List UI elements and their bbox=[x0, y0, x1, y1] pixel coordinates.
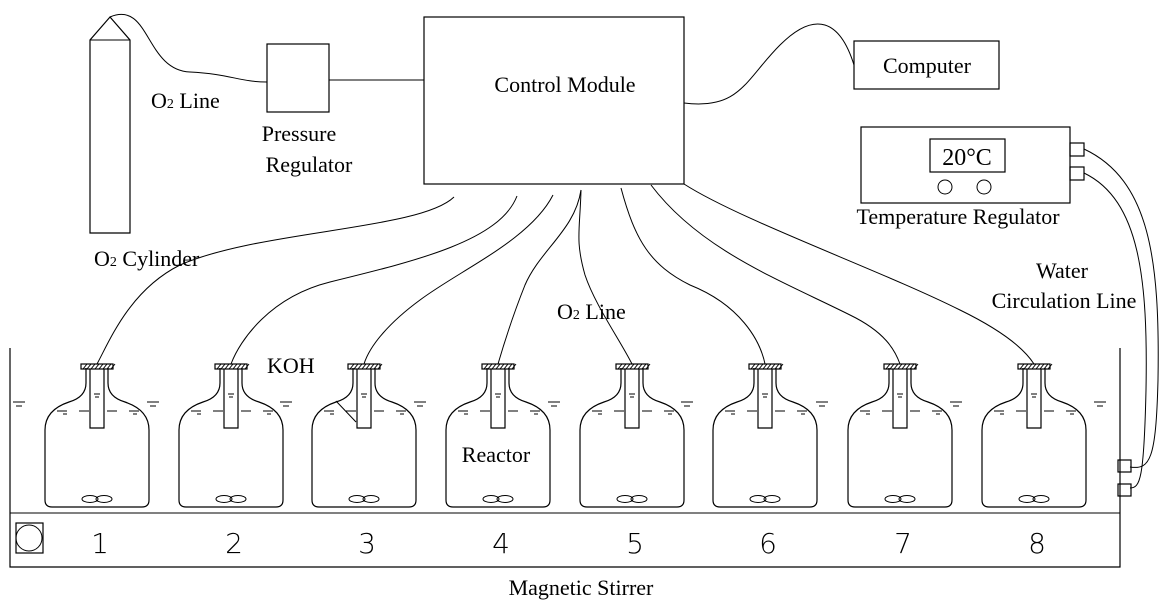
stir-bar bbox=[215, 495, 247, 503]
water-circulation-line bbox=[1083, 148, 1159, 497]
koh-pointer bbox=[335, 400, 357, 423]
o2-line-cables bbox=[96, 183, 1035, 365]
temperature-display-value: 20°C bbox=[942, 145, 992, 171]
stirrer-power-switch bbox=[15, 522, 44, 554]
reactor-numbers: 1 2 3 4 5 6 7 8 bbox=[91, 527, 1046, 560]
stir-bar bbox=[81, 495, 113, 503]
temperature-knob-2 bbox=[976, 179, 992, 195]
reactor-7 bbox=[847, 363, 953, 508]
reactor-number-6: 6 bbox=[759, 527, 777, 560]
o2-line-cylinder-to-regulator bbox=[109, 14, 268, 83]
stir-bar bbox=[482, 495, 514, 503]
reactor-number-7: 7 bbox=[894, 527, 912, 560]
reactor-6 bbox=[712, 363, 818, 508]
temperature-knob-1 bbox=[937, 179, 953, 195]
pressure-regulator-box bbox=[266, 43, 330, 113]
temperature-port-2 bbox=[1069, 166, 1085, 181]
stir-bar bbox=[348, 495, 380, 503]
temperature-port-1 bbox=[1069, 142, 1085, 157]
stir-bar bbox=[616, 495, 648, 503]
o2-line-cable-1 bbox=[96, 196, 455, 365]
reactor-number-8: 8 bbox=[1028, 527, 1046, 560]
pressure-regulator-label-2: Regulator bbox=[266, 152, 353, 177]
o2-line-cable-8 bbox=[683, 183, 1035, 365]
stir-bar bbox=[1018, 495, 1050, 503]
temperature-regulator bbox=[860, 126, 1085, 204]
temperature-regulator-label: Temperature Regulator bbox=[856, 204, 1060, 229]
temperature-display bbox=[929, 138, 1006, 173]
reactor-2 bbox=[178, 363, 284, 508]
reactor-number-4: 4 bbox=[492, 527, 510, 560]
reactor-cap bbox=[481, 363, 517, 370]
stir-bar bbox=[884, 495, 916, 503]
o2-line-top-label: O2 Line bbox=[151, 88, 220, 113]
computer-label: Computer bbox=[883, 53, 972, 78]
water-line-label-1: Water bbox=[1036, 258, 1089, 283]
control-module-label: Control Module bbox=[494, 72, 635, 97]
reactor-label: Reactor bbox=[462, 442, 531, 467]
reactor-3 bbox=[311, 363, 417, 508]
o2-line-cable-4 bbox=[497, 189, 582, 365]
stir-bar bbox=[749, 495, 781, 503]
reactor-5 bbox=[579, 363, 685, 508]
reactor-1 bbox=[44, 363, 150, 508]
control-module-box bbox=[423, 16, 685, 185]
reactor-number-2: 2 bbox=[225, 527, 243, 560]
o2-line-cable-6 bbox=[620, 187, 766, 365]
o2-line-cable-2 bbox=[230, 195, 518, 365]
reactor-number-5: 5 bbox=[626, 527, 644, 560]
reactor-8 bbox=[981, 363, 1087, 508]
reactor-number-1: 1 bbox=[91, 527, 109, 560]
stirrer-knob bbox=[15, 524, 43, 552]
reactor-4 bbox=[445, 363, 551, 508]
control-to-computer-cable bbox=[683, 23, 855, 105]
reactor-number-3: 3 bbox=[358, 527, 376, 560]
reactor-array bbox=[44, 363, 1087, 508]
water-line-label-2: Circulation Line bbox=[992, 288, 1137, 313]
o2-cylinder bbox=[89, 16, 131, 234]
magnetic-stirrer-label: Magnetic Stirrer bbox=[509, 575, 654, 600]
o2-line-cable-5 bbox=[578, 189, 633, 365]
koh-label: KOH bbox=[267, 353, 315, 378]
o2-line-cable-3 bbox=[363, 194, 554, 365]
water-bath bbox=[9, 348, 1121, 568]
pressure-regulator-label-1: Pressure bbox=[262, 121, 337, 146]
o2-line-mid-label: O2 Line bbox=[557, 299, 626, 324]
o2-line-cable-7 bbox=[650, 184, 901, 365]
o2-cylinder-label: O2 Cylinder bbox=[94, 246, 200, 271]
